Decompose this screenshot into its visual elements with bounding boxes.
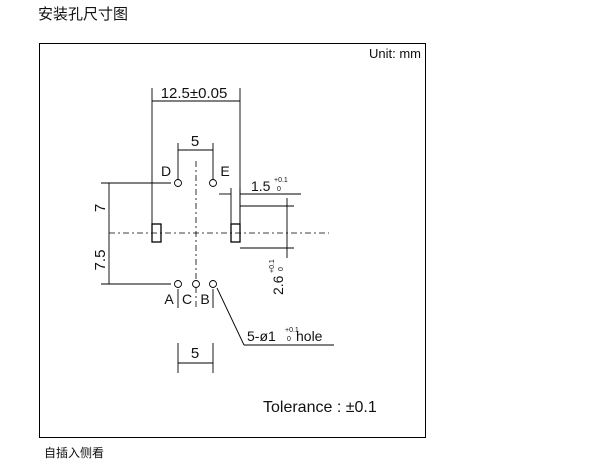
tolerance-note: Tolerance : ±0.1 bbox=[263, 399, 377, 416]
top-spacing-label: 5 bbox=[191, 133, 199, 150]
upper-height-label: 7 bbox=[92, 204, 109, 212]
hole-a bbox=[174, 280, 182, 288]
slot-width-label: 1.5 +0.1 0 bbox=[251, 177, 288, 194]
slot-length-label: 2.6 +0.1 0 bbox=[269, 259, 286, 295]
view-caption: 自插入侧看 bbox=[44, 446, 105, 460]
svg-text:2.6: 2.6 bbox=[270, 275, 286, 295]
hole-d bbox=[174, 179, 182, 187]
svg-text:0: 0 bbox=[287, 336, 291, 343]
hole-a-label: A bbox=[164, 291, 174, 307]
left-slot bbox=[151, 223, 162, 243]
drawing-frame bbox=[39, 43, 426, 438]
svg-text:+0.1: +0.1 bbox=[269, 259, 276, 273]
lower-height-label: 7.5 bbox=[92, 250, 109, 271]
svg-text:hole: hole bbox=[296, 328, 323, 344]
svg-text:0: 0 bbox=[278, 267, 285, 271]
svg-text:+0.1: +0.1 bbox=[285, 327, 299, 334]
unit-label: Unit: mm bbox=[369, 46, 421, 61]
hole-b-label: B bbox=[200, 291, 209, 307]
hole-e bbox=[209, 179, 217, 187]
mounting-hole-drawing: Unit: mm 12.5±0.05 5 7 7.5 D E 1.5 +0.1 … bbox=[92, 46, 421, 416]
hole-c-label: C bbox=[182, 291, 192, 307]
svg-text:5-ø1: 5-ø1 bbox=[247, 328, 276, 344]
pitch-width-label: 12.5±0.05 bbox=[161, 85, 228, 102]
hole-d-label: D bbox=[161, 163, 171, 179]
diagram-heading: 安装孔尺寸图 bbox=[38, 5, 129, 23]
hole-c bbox=[192, 280, 200, 288]
hole-note: 5-ø1 +0.1 0 hole bbox=[247, 327, 323, 344]
svg-text:0: 0 bbox=[277, 186, 281, 193]
bottom-spacing-label: 5 bbox=[191, 345, 199, 362]
svg-text:+0.1: +0.1 bbox=[274, 177, 288, 184]
svg-text:1.5: 1.5 bbox=[251, 178, 271, 194]
right-slot bbox=[230, 223, 241, 243]
hole-b bbox=[209, 280, 217, 288]
hole-e-label: E bbox=[220, 163, 229, 179]
